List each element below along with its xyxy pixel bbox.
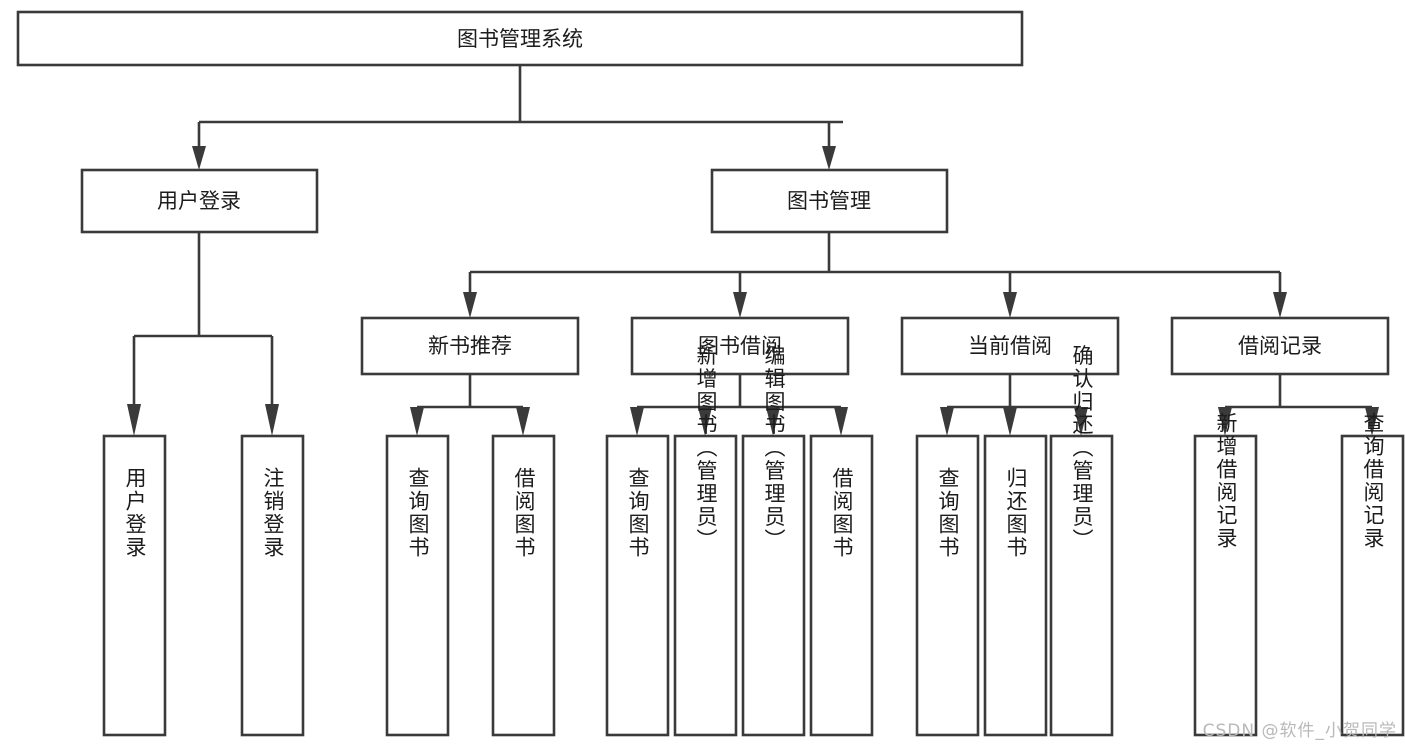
leaf-label-record-add: 新增借阅记录 — [1214, 412, 1238, 550]
leaf-node-new-book-borrow[interactable]: 借阅图书 — [491, 434, 556, 737]
node-label-new-book-recommend: 新书推荐 — [428, 334, 512, 358]
leaf-label-user-login-login: 用户登录 — [123, 467, 147, 559]
leaf-box-user-login-logout[interactable] — [240, 434, 305, 737]
leaf-box-current-confirm-return[interactable] — [1049, 434, 1114, 737]
leaf-node-new-book-query[interactable]: 查询图书 — [385, 434, 450, 737]
arrow-head-currentborrow-leaf-3 — [1074, 407, 1088, 436]
leaf-label-borrow-borrow-book: 借阅图书 — [830, 467, 854, 559]
node-box-new-book-recommend[interactable] — [360, 316, 580, 376]
leaf-box-borrow-edit-book[interactable] — [741, 434, 806, 737]
arrow-head-borrowrecord-leaf-1 — [1218, 407, 1232, 436]
arrow-head-book-mgmt — [822, 146, 836, 170]
leaf-label-current-return-book: 归还图书 — [1004, 467, 1028, 559]
node-user-login[interactable]: 用户登录 — [80, 168, 319, 234]
node-root-system[interactable]: 图书管理系统 — [16, 10, 1024, 67]
arrow-head-book-borrow — [733, 292, 747, 318]
arrow-head-leaf-user-login — [127, 404, 141, 436]
node-box-book-management[interactable] — [710, 168, 949, 234]
node-label-current-borrow: 当前借阅 — [968, 334, 1052, 358]
connector-group-user-login — [127, 232, 279, 436]
leaf-box-borrow-add-book[interactable] — [673, 434, 738, 737]
leaf-box-new-book-query[interactable] — [385, 434, 450, 737]
arrow-head-user-login — [192, 146, 206, 170]
leaf-box-current-query-book[interactable] — [915, 434, 980, 737]
arrow-head-leaf-logout — [265, 404, 279, 436]
leaf-label-current-query-book: 查询图书 — [936, 467, 960, 559]
leaf-node-user-login-login[interactable]: 用户登录 — [102, 434, 167, 737]
leaf-node-current-confirm-return[interactable]: 确认归还（管理员） — [1049, 345, 1114, 737]
leaf-label-user-login-logout: 注销登录 — [261, 467, 285, 559]
arrow-head-bookborrow-leaf-1 — [630, 407, 644, 436]
leaf-node-user-login-logout[interactable]: 注销登录 — [240, 434, 305, 737]
arrow-head-bookborrow-leaf-3 — [766, 407, 780, 436]
leaf-label-current-confirm-return: 确认归还（管理员） — [1070, 345, 1094, 552]
leaf-box-borrow-borrow-book[interactable] — [809, 434, 874, 737]
node-new-book-recommend[interactable]: 新书推荐 — [360, 316, 580, 376]
node-label-user-login: 用户登录 — [157, 189, 241, 213]
leaf-node-borrow-add-book[interactable]: 新增图书（管理员） — [673, 345, 738, 737]
node-box-book-borrow[interactable] — [630, 316, 850, 376]
connector-group-book-borrow — [630, 374, 848, 436]
node-borrow-record[interactable]: 借阅记录 — [1170, 316, 1390, 376]
arrow-head-borrow-record — [1273, 292, 1287, 318]
connector-group-borrow-record — [1218, 374, 1379, 436]
connector-group-current-borrow — [940, 374, 1088, 436]
arrow-head-current-borrow — [1003, 292, 1017, 318]
node-box-root[interactable] — [16, 10, 1024, 67]
connector-group-root — [192, 65, 843, 170]
leaf-node-borrow-query-book[interactable]: 查询图书 — [605, 434, 670, 737]
leaf-label-borrow-add-book: 新增图书（管理员） — [694, 345, 718, 552]
leaf-box-current-return-book[interactable] — [983, 434, 1048, 737]
connector-group-book-mgmt — [463, 232, 1287, 318]
leaf-node-current-query-book[interactable]: 查询图书 — [915, 434, 980, 737]
leaf-box-user-login-login[interactable] — [102, 434, 167, 737]
node-book-borrow[interactable]: 图书借阅 — [630, 316, 850, 376]
node-box-borrow-record[interactable] — [1170, 316, 1390, 376]
arrow-head-new-book — [463, 292, 477, 318]
node-label-root: 图书管理系统 — [457, 27, 583, 51]
arrow-head-borrowrecord-leaf-2 — [1365, 407, 1379, 436]
arrow-head-currentborrow-leaf-2 — [1003, 407, 1017, 436]
leaf-label-record-query: 查询借阅记录 — [1361, 412, 1385, 550]
node-book-management[interactable]: 图书管理 — [710, 168, 949, 234]
node-label-book-borrow: 图书借阅 — [698, 334, 782, 358]
arrow-head-bookborrow-leaf-4 — [834, 407, 848, 436]
leaf-box-record-add[interactable] — [1193, 434, 1258, 737]
node-box-user-login[interactable] — [80, 168, 319, 234]
connector-group-new-book — [410, 374, 530, 436]
leaf-label-borrow-query-book: 查询图书 — [626, 467, 650, 559]
leaf-label-new-book-query: 查询图书 — [406, 467, 430, 559]
node-label-book-management: 图书管理 — [787, 189, 871, 213]
node-box-current-borrow[interactable] — [900, 316, 1120, 376]
leaf-node-borrow-borrow-book[interactable]: 借阅图书 — [809, 434, 874, 737]
arrow-head-bookborrow-leaf-2 — [698, 407, 712, 436]
leaf-label-new-book-borrow: 借阅图书 — [512, 467, 536, 559]
arrow-head-newbook-leaf-2 — [516, 407, 530, 436]
leaf-node-record-add[interactable]: 新增借阅记录 — [1193, 412, 1258, 737]
node-current-borrow[interactable]: 当前借阅 — [900, 316, 1120, 376]
leaf-node-current-return-book[interactable]: 归还图书 — [983, 434, 1048, 737]
leaf-node-record-query[interactable]: 查询借阅记录 — [1340, 412, 1405, 737]
node-label-borrow-record: 借阅记录 — [1238, 334, 1322, 358]
leaf-box-new-book-borrow[interactable] — [491, 434, 556, 737]
arrow-head-newbook-leaf-1 — [410, 407, 424, 436]
leaf-box-record-query[interactable] — [1340, 434, 1405, 737]
leaf-node-borrow-edit-book[interactable]: 编辑图书（管理员） — [741, 345, 806, 737]
leaf-box-borrow-query-book[interactable] — [605, 434, 670, 737]
leaf-label-borrow-edit-book: 编辑图书（管理员） — [762, 345, 786, 552]
arrow-head-currentborrow-leaf-1 — [940, 407, 954, 436]
